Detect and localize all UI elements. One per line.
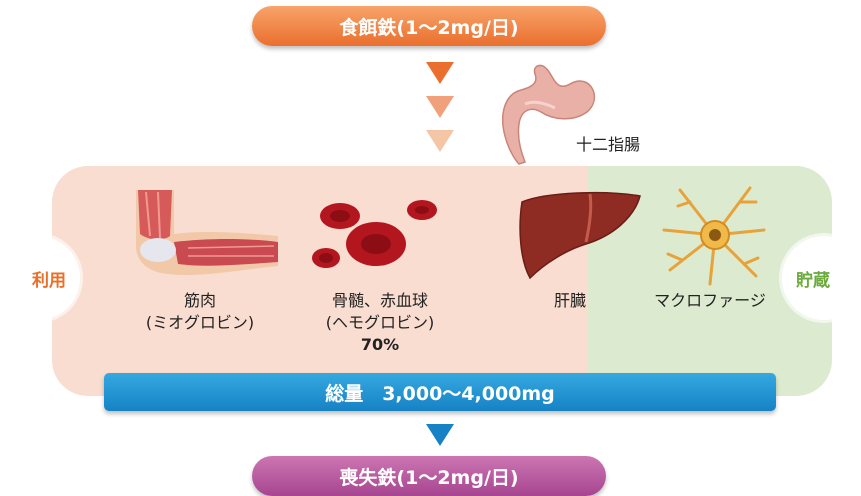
utilization-circle: 利用 — [0, 236, 80, 320]
arrow-down-icon — [426, 424, 454, 446]
muscle-icon — [136, 190, 278, 276]
stomach-icon — [501, 64, 596, 165]
arrow-down-icon — [426, 96, 454, 118]
dietary-iron-label: 食餌鉄(1〜2mg/日) — [252, 6, 606, 46]
macrophage-label: マクロファージ — [654, 291, 766, 310]
liver-label: 肝臓 — [553, 291, 586, 310]
bone-marrow-label: 骨髄、赤血球 (ヘモグロビン) 70% — [325, 291, 435, 354]
iron-loss-label: 喪失鉄(1〜2mg/日) — [252, 456, 606, 496]
macrophage-icon — [662, 186, 766, 286]
muscle-label: 筋肉 (ミオグロビン) — [145, 291, 255, 332]
storage-circle: 貯蔵 — [782, 236, 861, 320]
liver-icon — [519, 191, 641, 280]
dietary-iron-text: 食餌鉄(1〜2mg/日) — [339, 16, 519, 39]
total-amount-bar: 総量 3,000〜4,000mg — [104, 373, 776, 411]
total-amount-text: 総量 3,000〜4,000mg — [325, 382, 555, 405]
arrow-down-icon — [426, 62, 454, 84]
arrow-down-icon — [426, 130, 454, 152]
duodenum-label: 十二指腸 — [575, 135, 640, 154]
iron-loss-text: 喪失鉄(1〜2mg/日) — [339, 466, 519, 489]
red-blood-cells-icon — [312, 200, 437, 268]
